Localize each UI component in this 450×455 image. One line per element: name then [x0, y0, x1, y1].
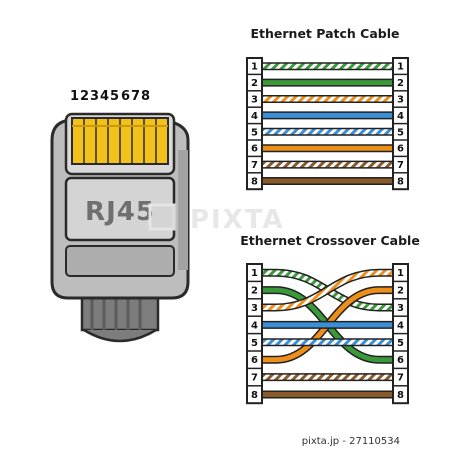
pin-label: 5	[251, 338, 258, 349]
pin-label: 7	[251, 373, 258, 384]
pin-label: 7	[397, 160, 404, 171]
pin-number: 4	[100, 89, 109, 104]
rj45-connector: 1 2 3 4 5 6 7 8 RJ45	[50, 89, 190, 343]
pin-label: 3	[397, 303, 404, 314]
pin-number: 1	[70, 89, 79, 104]
pin-label: 6	[251, 144, 258, 155]
pin-label: 1	[251, 62, 258, 73]
pin-label: 1	[251, 268, 258, 279]
watermark: PIXTA	[148, 203, 285, 235]
pin-label: 2	[251, 78, 258, 89]
pin-number: 3	[90, 89, 99, 104]
pin-label: 5	[397, 127, 404, 138]
pin-label: 8	[251, 177, 258, 188]
pin-label: 3	[251, 95, 258, 106]
pin-label: 1	[397, 268, 404, 279]
pin-label: 2	[397, 78, 404, 89]
pin-label: 8	[397, 177, 404, 188]
crossover-cable-pins: 1 2 3 4 5 6 7 8 1 2 3 4 5 6 7 8	[246, 263, 409, 405]
pin-label: 7	[251, 160, 258, 171]
pin-label: 3	[251, 303, 258, 314]
patch-cable-pins: 1 2 3 4 5 6 7 8 1 2 3 4 5 6 7 8	[246, 57, 409, 191]
pin-label: 4	[251, 111, 258, 122]
image-id: pixta.jp - 27110534	[302, 436, 400, 447]
pin-number: 6	[121, 89, 130, 104]
pin-label: 2	[251, 286, 258, 297]
pin-label: 8	[251, 390, 258, 401]
pin-label: 8	[397, 390, 404, 401]
pin-number: 8	[141, 89, 150, 104]
pin-number: 7	[131, 89, 140, 104]
watermark-text: PIXTA	[190, 205, 285, 235]
pin-number: 5	[110, 89, 119, 104]
pin-label: 6	[251, 355, 258, 366]
patch-cable-wires	[262, 62, 393, 185]
pin-label: 6	[397, 144, 404, 155]
crossover-cable-wires	[262, 268, 393, 399]
pin-number-row: 1 2 3 4 5 6 7 8	[70, 89, 150, 104]
wire-3	[262, 270, 393, 310]
pin-label: 4	[397, 111, 404, 122]
pin-label: 2	[397, 286, 404, 297]
pin-label: 6	[397, 355, 404, 366]
patch-cable-title: Ethernet Patch Cable	[251, 26, 400, 41]
pin-number: 2	[80, 89, 89, 104]
pin-label: 5	[397, 338, 404, 349]
pin-label: 3	[397, 95, 404, 106]
connector-label: RJ45	[85, 197, 155, 227]
pin-label: 7	[397, 373, 404, 384]
pin-label: 4	[397, 320, 404, 331]
gold-contacts	[71, 117, 169, 165]
pin-label: 4	[251, 320, 258, 331]
pin-label: 5	[251, 127, 258, 138]
pin-label: 1	[397, 62, 404, 73]
crossover-cable-title: Ethernet Crossover Cable	[240, 233, 420, 248]
